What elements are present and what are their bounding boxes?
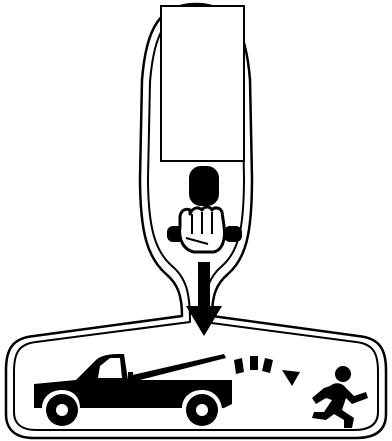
- pull-button-icon: [189, 166, 219, 206]
- running-person-icon: [312, 366, 368, 428]
- hand-icon: [167, 207, 242, 252]
- dashed-arrow-icon: [234, 356, 300, 386]
- down-arrow-icon: [186, 262, 222, 336]
- pickup-truck-icon: [34, 354, 232, 426]
- display-window-icon: [161, 6, 244, 161]
